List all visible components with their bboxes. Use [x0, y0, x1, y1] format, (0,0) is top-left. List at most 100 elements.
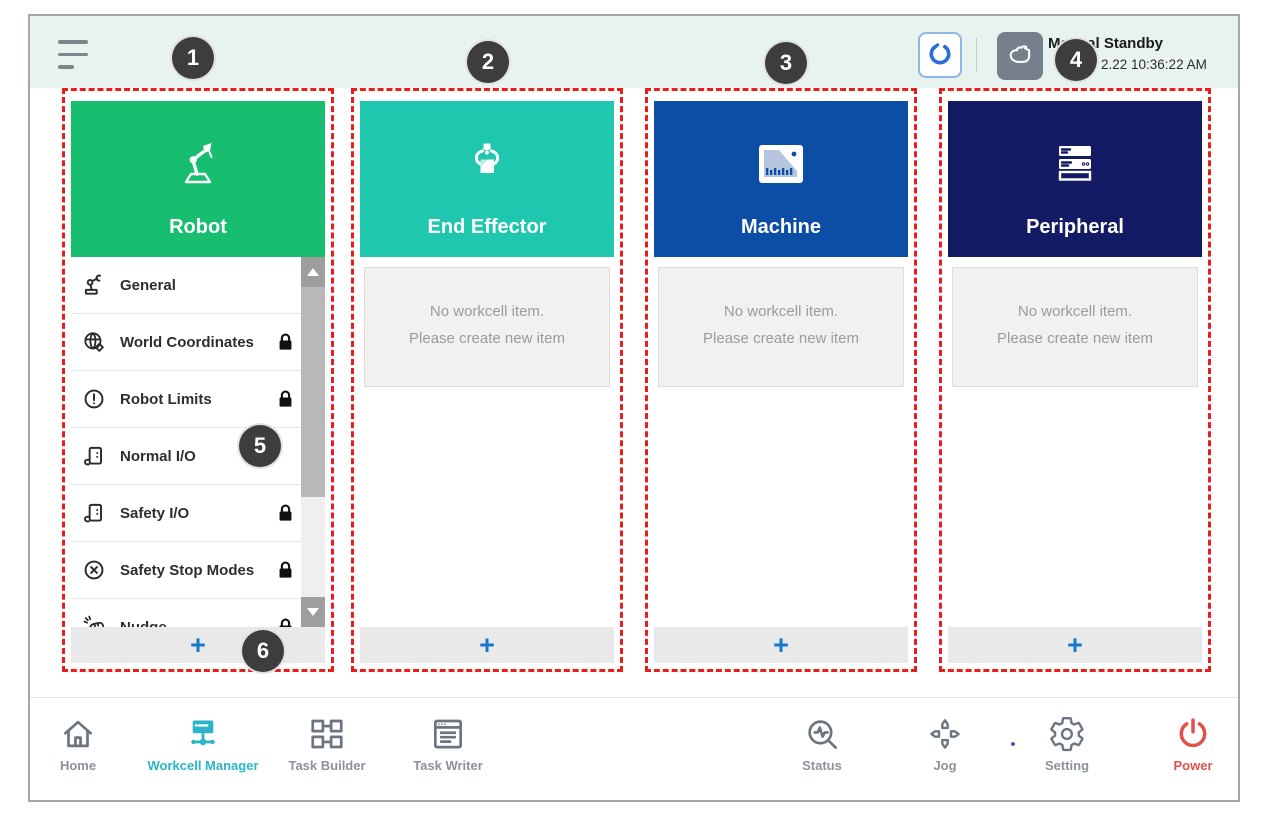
nav-setting[interactable]: Setting	[987, 715, 1147, 773]
robot-category-header[interactable]: Robot	[71, 101, 325, 257]
menu-icon[interactable]	[58, 40, 92, 70]
nav-task-writer[interactable]: Task Writer	[368, 715, 528, 773]
list-item-safety-stop-modes[interactable]: Safety Stop Modes	[71, 542, 325, 599]
scroll-up-button[interactable]	[301, 257, 325, 287]
list-item-safety-io[interactable]: Safety I/O	[71, 485, 325, 542]
nav-label: Status	[802, 758, 842, 773]
lock-icon	[277, 332, 294, 352]
app-frame: Manual Standby 2.22 10:36:22 AM Robot	[28, 14, 1240, 802]
column-title: Machine	[740, 216, 822, 238]
add-end-effector-item-button[interactable]: +	[360, 627, 614, 663]
hand-gesture-icon	[1005, 39, 1035, 74]
nav-label: Task Builder	[288, 758, 366, 773]
status-timestamp: 2.22 10:36:22 AM	[1101, 57, 1207, 72]
list-item-label: Nudge	[120, 618, 167, 628]
nav-status[interactable]: Status	[742, 715, 902, 773]
gripper-icon	[459, 101, 515, 216]
power-icon	[1179, 718, 1207, 748]
nav-task-builder[interactable]: Task Builder	[247, 715, 407, 773]
task-writer-icon	[433, 719, 463, 749]
machine-icon	[753, 101, 809, 216]
lock-icon	[277, 560, 294, 580]
separator-dot	[1011, 742, 1015, 746]
robot-mode-button[interactable]	[918, 32, 962, 78]
robot-arm-icon	[170, 101, 226, 216]
io-card-icon	[80, 443, 107, 470]
task-builder-icon	[311, 719, 343, 749]
empty-state-machine: No workcell item. Please create new item	[658, 267, 904, 387]
list-item-normal-io[interactable]: Normal I/O	[71, 428, 325, 485]
jog-icon	[930, 719, 960, 749]
list-item-nudge[interactable]: Nudge	[71, 599, 325, 627]
list-item-label: World Coordinates	[120, 333, 254, 351]
plus-icon: +	[773, 630, 789, 660]
list-item-label: Robot Limits	[120, 390, 212, 408]
list-item-general[interactable]: General	[71, 257, 325, 314]
list-item-label: Safety I/O	[120, 504, 190, 522]
add-machine-item-button[interactable]: +	[654, 627, 908, 663]
nav-label: Workcell Manager	[147, 758, 259, 773]
status-icon	[808, 720, 837, 749]
globe-icon	[80, 329, 107, 356]
machine-category-header[interactable]: Machine	[654, 101, 908, 257]
empty-state-peripheral: No workcell item. Please create new item	[952, 267, 1198, 387]
lock-icon	[277, 617, 294, 627]
callout-3: 3	[763, 40, 809, 86]
empty-state-line1: No workcell item.	[723, 303, 839, 320]
x-circle-icon	[80, 557, 107, 584]
manual-mode-button[interactable]	[997, 32, 1043, 80]
empty-state-end-effector: No workcell item. Please create new item	[364, 267, 610, 387]
nav-label: Home	[59, 758, 97, 773]
empty-state-line2: Please create new item	[703, 330, 859, 347]
list-item-label: Normal I/O	[120, 447, 196, 465]
empty-state-line2: Please create new item	[997, 330, 1153, 347]
add-robot-item-button[interactable]: +	[71, 627, 325, 663]
robot-joint-icon	[927, 40, 953, 71]
nav-label: Jog	[933, 758, 957, 773]
column-machine: Machine No workcell item. Please create …	[645, 88, 917, 672]
list-item-world-coordinates[interactable]: World Coordinates	[71, 314, 325, 371]
plus-icon: +	[190, 630, 206, 660]
column-title: End Effector	[427, 216, 547, 238]
setting-icon	[1050, 716, 1084, 752]
empty-state-line1: No workcell item.	[1017, 303, 1133, 320]
robot-arm-icon	[80, 272, 107, 299]
scroll-down-button[interactable]	[301, 597, 325, 627]
callout-6: 6	[240, 628, 286, 674]
lock-icon	[277, 503, 294, 523]
column-peripheral: Peripheral No workcell item. Please crea…	[939, 88, 1211, 672]
callout-2: 2	[465, 39, 511, 85]
nav-workcell-manager[interactable]: Workcell Manager	[123, 715, 283, 773]
nav-home[interactable]: Home	[0, 715, 158, 773]
robot-item-list: General World Coordinates	[71, 257, 325, 627]
nav-label: Setting	[1044, 758, 1090, 773]
nav-label: Task Writer	[413, 758, 483, 773]
callout-4: 4	[1053, 37, 1099, 83]
workcell-manager-icon	[191, 720, 215, 746]
callout-1: 1	[170, 35, 216, 81]
hand-knock-icon	[80, 614, 107, 627]
column-title: Robot	[169, 216, 227, 238]
column-end-effector: End Effector No workcell item. Please cr…	[351, 88, 623, 672]
column-robot: Robot General	[62, 88, 334, 672]
list-item-label: Safety Stop Modes	[120, 561, 255, 579]
home-icon	[63, 720, 93, 748]
lock-icon	[277, 389, 294, 409]
plus-icon: +	[479, 630, 495, 660]
nav-divider	[30, 697, 1238, 698]
end-effector-category-header[interactable]: End Effector	[360, 101, 614, 257]
scrollbar-thumb[interactable]	[301, 287, 325, 497]
callout-5: 5	[237, 423, 283, 469]
peripheral-category-header[interactable]: Peripheral	[948, 101, 1202, 257]
column-title: Peripheral	[1026, 216, 1124, 238]
list-item-robot-limits[interactable]: Robot Limits	[71, 371, 325, 428]
add-peripheral-item-button[interactable]: +	[948, 627, 1202, 663]
nav-jog[interactable]: Jog	[865, 715, 1025, 773]
list-item-label: General	[120, 276, 176, 294]
nav-label: Power	[1173, 758, 1213, 773]
scrollbar[interactable]	[301, 257, 325, 627]
empty-state-line1: No workcell item.	[429, 303, 545, 320]
plus-icon: +	[1067, 630, 1083, 660]
nav-power[interactable]: Power	[1113, 715, 1273, 773]
